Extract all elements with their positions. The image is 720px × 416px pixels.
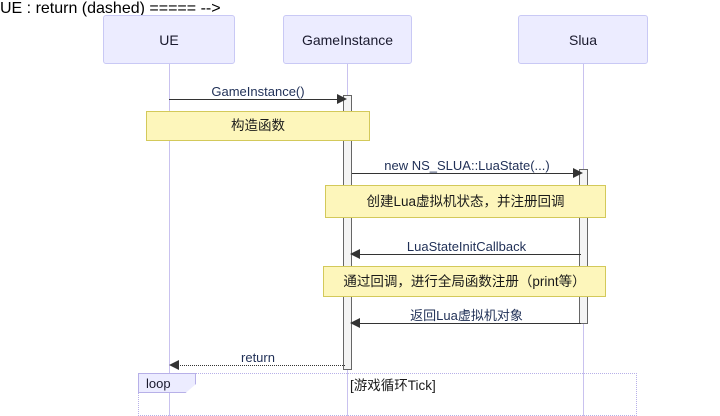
participant-ue[interactable]: UE [103, 15, 235, 64]
message-arrowhead-gameinstance-call [337, 94, 347, 104]
message-line-luastate-init-callback [352, 254, 581, 255]
message-line-gameinstance-call [169, 99, 345, 100]
note-constructor-text: 构造函数 [231, 118, 285, 134]
note-create-lua-state-text: 创建Lua虚拟机状态，并注册回调 [366, 193, 565, 209]
message-arrowhead-return-lua-vm [350, 318, 360, 328]
note-register-global-functions-text: 通过回调，进行全局函数注册（print等） [343, 273, 586, 289]
fragment-loop-condition: [游戏循环Tick] [350, 378, 436, 393]
participant-slua[interactable]: Slua [518, 15, 648, 64]
activation-bar-slua [579, 169, 588, 324]
note-constructor: 构造函数 [146, 111, 370, 141]
message-arrowhead-return [169, 360, 179, 370]
message-line-return-lua-vm [352, 323, 581, 324]
lifeline-ue [169, 64, 170, 416]
message-label-gameinstance-call: GameInstance() [211, 84, 305, 99]
message-label-return: return [241, 350, 275, 365]
message-label-luastate-init-callback: LuaStateInitCallback [406, 239, 527, 254]
note-create-lua-state: 创建Lua虚拟机状态，并注册回调 [325, 185, 606, 218]
message-line-return [171, 365, 345, 366]
message-arrowhead-new-luastate [573, 168, 583, 178]
participant-gameinstance[interactable]: GameInstance [283, 15, 412, 64]
note-register-global-functions: 通过回调，进行全局函数注册（print等） [323, 266, 606, 297]
participant-label-gameinstance: GameInstance [301, 31, 394, 48]
participant-label-ue: UE [159, 31, 179, 48]
message-label-new-luastate: new NS_SLUA::LuaState(...) [384, 158, 550, 173]
fragment-loop-tab: loop [138, 373, 196, 393]
activation-bar-gameinstance [343, 95, 352, 370]
message-line-new-luastate [352, 173, 581, 174]
participant-label-slua: Slua [568, 31, 598, 48]
message-arrowhead-luastate-init-callback [350, 249, 360, 259]
fragment-loop-label: loop [146, 375, 171, 391]
message-label-return-lua-vm: 返回Lua虚拟机对象 [410, 308, 523, 323]
